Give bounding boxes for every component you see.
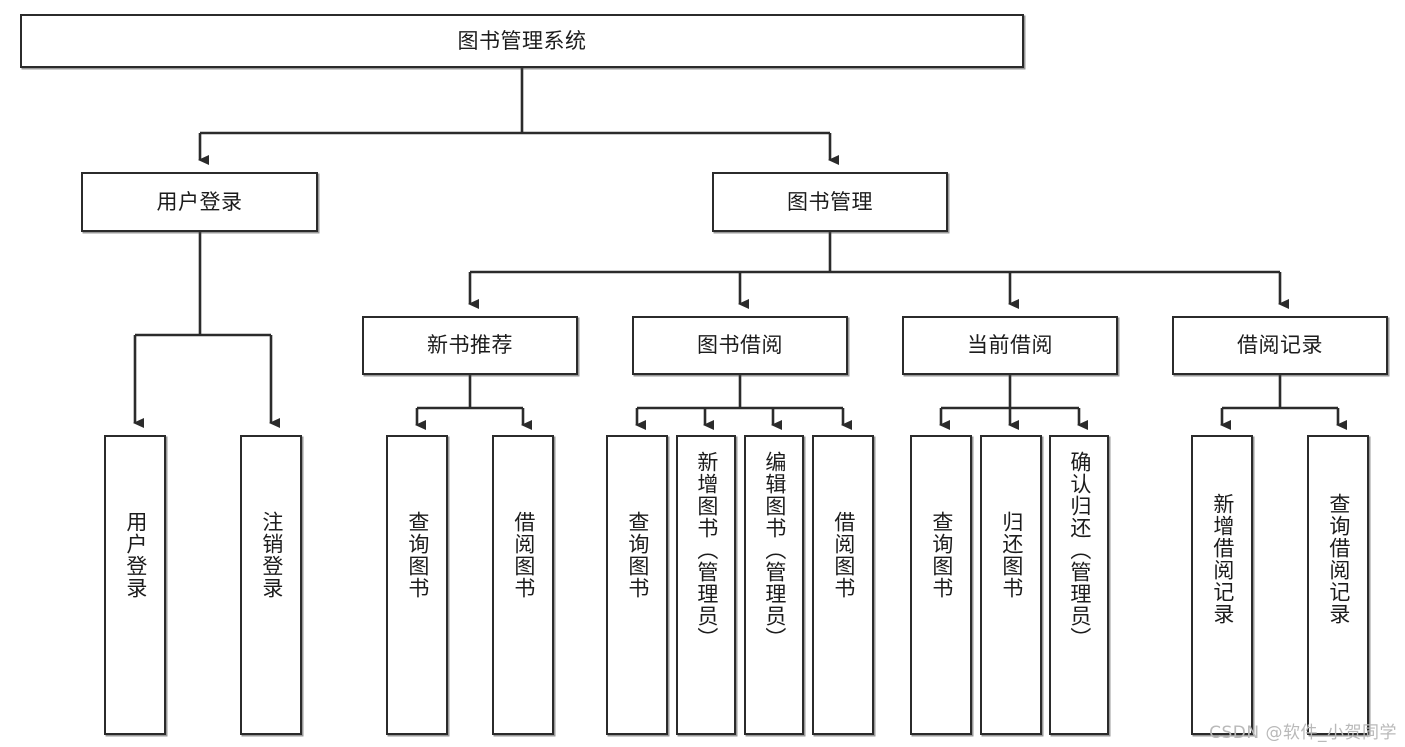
- node-leaf-add-book-label: 新增图书（管理员）: [694, 451, 719, 649]
- node-current-borrow-label: 当前借阅: [967, 333, 1053, 358]
- node-root-label: 图书管理系统: [457, 28, 587, 53]
- node-leaf-query-record[interactable]: 查询借阅记录: [1307, 435, 1369, 735]
- node-leaf-return-book[interactable]: 归还图书: [980, 435, 1042, 735]
- node-leaf-borrow-book-2[interactable]: 借阅图书: [812, 435, 874, 735]
- csdn-watermark: CSDN @软件_小贺同学: [1209, 723, 1397, 743]
- node-leaf-borrow-book-2-label: 借阅图书: [831, 511, 856, 599]
- node-leaf-borrow-book-1[interactable]: 借阅图书: [492, 435, 554, 735]
- node-leaf-borrow-book-1-label: 借阅图书: [511, 511, 536, 599]
- node-leaf-query-book-2[interactable]: 查询图书: [606, 435, 668, 735]
- node-leaf-user-login[interactable]: 用户登录: [104, 435, 166, 735]
- node-leaf-query-book-3-label: 查询图书: [929, 511, 954, 599]
- node-book-borrow-label: 图书借阅: [697, 333, 783, 358]
- node-leaf-query-book-1[interactable]: 查询图书: [386, 435, 448, 735]
- node-borrow-record[interactable]: 借阅记录: [1172, 316, 1388, 375]
- node-new-book-rec[interactable]: 新书推荐: [362, 316, 578, 375]
- node-borrow-record-label: 借阅记录: [1237, 333, 1323, 358]
- node-leaf-query-record-label: 查询借阅记录: [1326, 493, 1351, 625]
- node-new-book-rec-label: 新书推荐: [427, 333, 513, 358]
- node-leaf-user-logout-label: 注销登录: [259, 511, 284, 599]
- node-leaf-edit-book-label: 编辑图书（管理员）: [762, 451, 787, 649]
- node-leaf-query-book-2-label: 查询图书: [625, 511, 650, 599]
- node-root[interactable]: 图书管理系统: [20, 14, 1024, 68]
- node-leaf-return-book-label: 归还图书: [999, 511, 1024, 599]
- node-leaf-query-book-3[interactable]: 查询图书: [910, 435, 972, 735]
- node-leaf-add-record[interactable]: 新增借阅记录: [1191, 435, 1253, 735]
- node-leaf-user-logout[interactable]: 注销登录: [240, 435, 302, 735]
- node-book-borrow[interactable]: 图书借阅: [632, 316, 848, 375]
- node-leaf-add-record-label: 新增借阅记录: [1210, 493, 1235, 625]
- node-leaf-edit-book[interactable]: 编辑图书（管理员）: [744, 435, 804, 735]
- node-leaf-query-book-1-label: 查询图书: [405, 511, 430, 599]
- node-leaf-confirm-return-label: 确认归还（管理员）: [1067, 451, 1092, 649]
- node-leaf-user-login-label: 用户登录: [123, 511, 148, 599]
- node-leaf-add-book[interactable]: 新增图书（管理员）: [676, 435, 736, 735]
- node-book-manage[interactable]: 图书管理: [712, 172, 948, 232]
- node-user-login-label: 用户登录: [156, 189, 243, 214]
- node-leaf-confirm-return[interactable]: 确认归还（管理员）: [1049, 435, 1109, 735]
- node-book-manage-label: 图书管理: [787, 189, 873, 214]
- node-user-login[interactable]: 用户登录: [81, 172, 318, 232]
- node-current-borrow[interactable]: 当前借阅: [902, 316, 1118, 375]
